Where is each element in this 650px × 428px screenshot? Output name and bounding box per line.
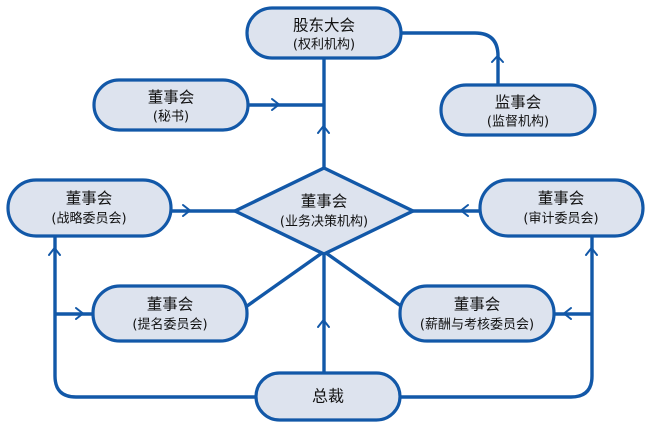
node-nomination-committee-shape [91, 284, 249, 343]
arrow-right-rail-to-audit [585, 247, 598, 256]
connector-board-to-nomination [239, 251, 323, 313]
node-compensation-committee-shape [398, 284, 556, 343]
node-strategy-committee[interactable]: 董事会 (战略委员会) [6, 178, 173, 238]
node-strategy-committee-shape [6, 178, 173, 238]
node-supervisors-shape [439, 83, 597, 137]
node-audit-committee-secondary-label: (审计委员会) [523, 212, 598, 227]
node-strategy-committee-secondary-label: (战略委员会) [51, 211, 126, 227]
node-strategy-committee-primary-label: 董事会 [66, 190, 113, 208]
node-president-shape [254, 371, 402, 422]
node-shareholders[interactable]: 股东大会 (权利机构) [245, 6, 403, 60]
node-compensation-committee-primary-label: 董事会 [454, 296, 501, 314]
node-board-main-primary-label: 董事会 [301, 193, 348, 211]
node-board-secretary[interactable]: 董事会 (秘书) [92, 78, 250, 132]
arrow-audit-to-board [460, 204, 469, 217]
arrow-left-rail-to-nomination [75, 307, 84, 320]
node-shareholders-primary-label: 股东大会 [293, 17, 355, 35]
node-audit-committee[interactable]: 董事会 (审计委员会) [478, 178, 645, 238]
node-board-secretary-primary-label: 董事会 [148, 89, 195, 107]
node-board-main-secondary-label: (业务决策机构) [280, 214, 368, 230]
node-nomination-committee-primary-label: 董事会 [147, 296, 194, 314]
node-president-label: 总裁 [312, 387, 344, 406]
arrow-right-rail-to-compensation [563, 307, 572, 320]
node-nomination-committee[interactable]: 董事会 (提名委员会) [91, 284, 249, 343]
node-nomination-committee-secondary-label: (提名委员会) [132, 317, 207, 333]
connector-layer [48, 31, 598, 399]
arrow-strategy-to-board [182, 204, 191, 217]
node-president[interactable]: 总裁 [254, 371, 402, 422]
node-shareholders-secondary-label: (权利机构) [293, 37, 355, 53]
node-audit-committee-shape [478, 178, 645, 238]
connector-president-left-rail [53, 198, 256, 399]
connector-president-right-rail [400, 198, 594, 399]
node-audit-committee-primary-label: 董事会 [538, 190, 585, 208]
arrow-secretary-to-trunk [271, 98, 280, 111]
arrow-shareholders-to-supervisors [491, 55, 504, 63]
node-supervisors-secondary-label: (监督机构) [487, 115, 549, 130]
node-compensation-committee[interactable]: 董事会 (薪酬与考核委员会) [398, 284, 556, 343]
node-shareholders-shape [245, 6, 403, 60]
connector-shareholders-to-supervisors [401, 31, 500, 88]
node-board-main[interactable]: 董事会 (业务决策机构) [231, 166, 417, 256]
node-board-main-shape [231, 166, 417, 256]
node-compensation-committee-secondary-label: (薪酬与考核委员会) [420, 318, 534, 333]
arrow-board-to-shareholders [317, 125, 330, 134]
connector-board-to-compensation [325, 251, 409, 313]
arrow-president-to-board [317, 319, 330, 328]
node-board-secretary-secondary-label: (秘书) [153, 110, 189, 125]
node-board-secretary-shape [92, 78, 250, 132]
arrow-left-rail-to-strategy [48, 247, 61, 256]
node-supervisors[interactable]: 监事会 (监督机构) [439, 83, 597, 137]
node-supervisors-primary-label: 监事会 [495, 94, 542, 112]
